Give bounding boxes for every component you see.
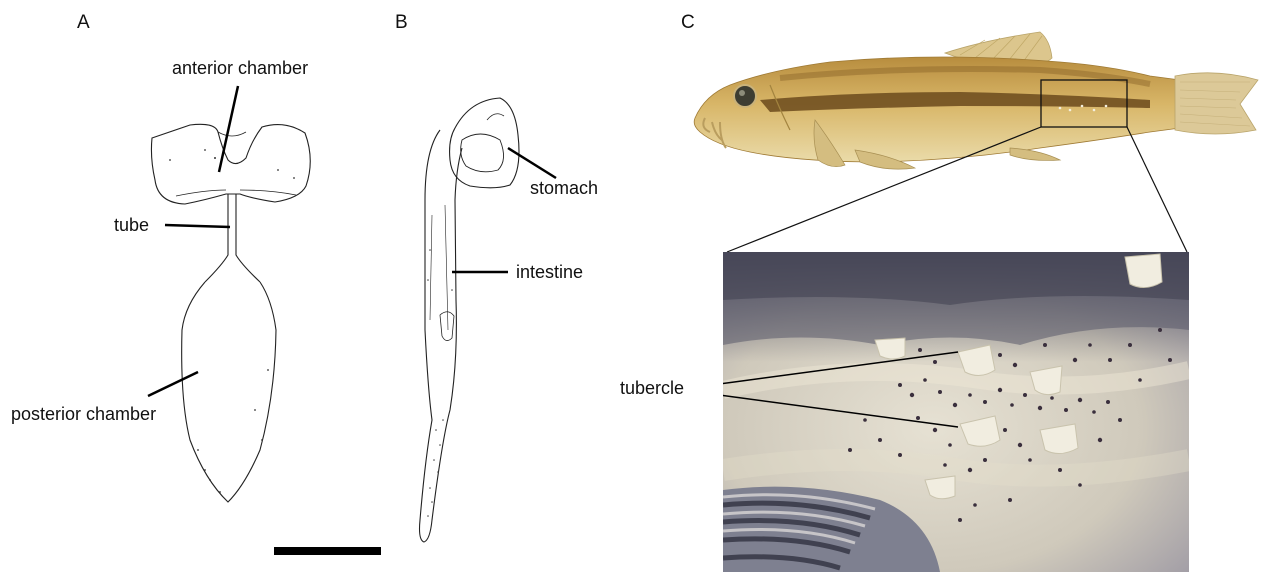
panel-b-drawing bbox=[420, 98, 557, 542]
posterior-chamber-leader bbox=[148, 372, 198, 396]
intestine-shape bbox=[420, 130, 463, 542]
anterior-chamber-label: anterior chamber bbox=[172, 58, 308, 79]
fish-body bbox=[694, 57, 1180, 162]
stomach-label: stomach bbox=[530, 178, 598, 199]
magnified-photo bbox=[697, 252, 1189, 572]
anterior-chamber-leader bbox=[219, 86, 238, 172]
tube-shape bbox=[205, 194, 260, 282]
anal-fin bbox=[1010, 148, 1060, 160]
stomach-leader bbox=[508, 148, 556, 178]
intestine-label: intestine bbox=[516, 262, 583, 283]
fish-photo bbox=[694, 32, 1258, 252]
scale-bar bbox=[274, 547, 381, 555]
tubercle-label: tubercle bbox=[620, 378, 684, 399]
tube-leader bbox=[165, 225, 230, 227]
stomach-shape bbox=[450, 98, 519, 188]
tube-label: tube bbox=[114, 215, 149, 236]
panel-a-drawing bbox=[148, 86, 310, 502]
posterior-chamber-shape bbox=[182, 282, 276, 502]
fish-eye bbox=[734, 85, 756, 107]
posterior-chamber-label: posterior chamber bbox=[11, 404, 156, 425]
